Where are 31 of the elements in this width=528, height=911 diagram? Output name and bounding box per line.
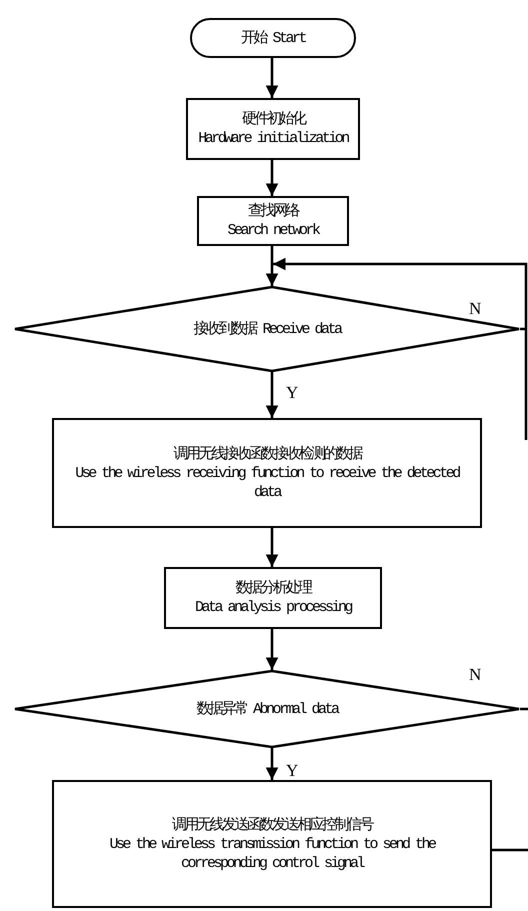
undefined bbox=[52, 780, 492, 908]
connector-line bbox=[492, 848, 528, 852]
arrow bbox=[266, 748, 278, 780]
arrow bbox=[266, 372, 278, 418]
node-text: Use the wireless transmission function to send the corresponding control signal bbox=[108, 834, 436, 872]
decision-diamond bbox=[14, 286, 520, 372]
process-box bbox=[164, 567, 382, 629]
node-text: 数据分析处理 bbox=[236, 579, 310, 598]
node-text: Search network bbox=[227, 221, 319, 240]
node-text: 接收到数据 Receive data bbox=[193, 320, 341, 338]
connector-line bbox=[520, 708, 528, 710]
start-terminal bbox=[190, 18, 356, 58]
node-text: 开始 Start bbox=[240, 28, 305, 48]
process-box bbox=[186, 98, 360, 160]
node-text: 数据异常 Abnormal data bbox=[196, 700, 338, 718]
undefined bbox=[52, 418, 482, 528]
arrow bbox=[266, 160, 278, 196]
node-text: Hardware initialization bbox=[198, 129, 348, 148]
arrow bbox=[272, 258, 528, 442]
decision-diamond bbox=[14, 670, 520, 748]
node-text: Use the wireless receiving function to receive the detected data bbox=[74, 464, 460, 502]
process-box bbox=[197, 196, 349, 246]
arrow bbox=[266, 246, 278, 286]
arrow bbox=[266, 528, 278, 567]
node-text: 查找网络 bbox=[248, 202, 298, 221]
node-text: 调用无线接收函数接收检测的数据 bbox=[173, 444, 361, 464]
node-text: Data analysis processing bbox=[194, 598, 352, 617]
node-text: 调用无线发送函数发送相应控制信号 bbox=[172, 816, 372, 834]
arrow bbox=[266, 629, 278, 670]
node-text: 硬件初始化 bbox=[242, 110, 304, 129]
arrow bbox=[266, 58, 278, 98]
